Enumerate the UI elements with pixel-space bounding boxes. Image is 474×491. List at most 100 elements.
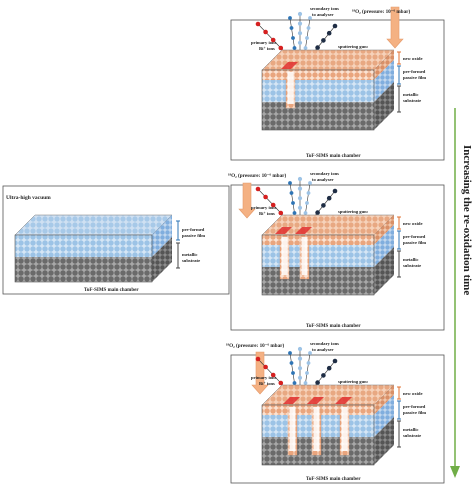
- primary-ions-label: Bi⁺ ions: [259, 46, 275, 51]
- ion-dot: [297, 186, 303, 191]
- oxide-label: new oxide: [403, 221, 423, 226]
- ion-dot: [321, 203, 326, 208]
- passive-label: passive film: [182, 233, 205, 238]
- oxygen-arrow: [251, 351, 269, 395]
- metal-label: substrate: [403, 263, 421, 268]
- metal-label: metallic: [403, 427, 419, 432]
- ion-dot: [278, 210, 284, 216]
- ion-dot: [292, 46, 297, 50]
- ion-dot: [326, 30, 332, 36]
- passive-label: passive film: [403, 240, 426, 245]
- ion-dot: [255, 356, 261, 362]
- metal-bracket: [176, 242, 180, 269]
- ion-dot: [305, 201, 309, 205]
- ion-dot: [303, 46, 308, 50]
- ion-dot: [278, 45, 284, 51]
- metal-label: substrate: [182, 258, 200, 263]
- ion-dot: [297, 196, 303, 201]
- passive-film-layer: [262, 80, 374, 102]
- metal-substrate-layer: [262, 102, 374, 130]
- secondary-ions-label: to analyser: [312, 347, 334, 352]
- oxide-label: new oxide: [403, 56, 423, 61]
- secondary-ion-beam: [303, 351, 312, 394]
- ion-dot: [270, 372, 276, 378]
- passive-side-face: [374, 225, 394, 267]
- ion-dot: [291, 36, 295, 40]
- ion-dot: [326, 365, 332, 371]
- ion-dot: [297, 375, 303, 380]
- ion-dot: [297, 346, 303, 352]
- sample-block: [261, 214, 395, 296]
- ion-dot: [263, 194, 268, 200]
- block-top-face: [261, 49, 395, 71]
- oxide-bracket: [397, 51, 401, 65]
- sputter-crater: [281, 237, 288, 275]
- time-arrow-head: [450, 466, 460, 478]
- ion-dot: [297, 176, 303, 182]
- metal-side-face: [152, 237, 172, 282]
- ion-dot: [288, 16, 292, 20]
- secondary-ion-beam: [303, 181, 312, 224]
- ion-dot: [292, 211, 297, 215]
- ion-dot: [315, 210, 320, 215]
- ion-dot: [303, 211, 308, 215]
- sputtering-label: sputtering gun:: [338, 379, 369, 384]
- ion-dot: [278, 380, 284, 386]
- right-panel-1: ¹⁸O₂ (pressure: 10⁻⁶ mbar) secondary ions…: [230, 6, 445, 161]
- passive-side-face: [152, 215, 172, 257]
- passive-side-face: [374, 60, 394, 102]
- chamber-label: ToF-SIMS main chamber: [84, 288, 139, 293]
- primary-ions-label: primary ions: [251, 40, 277, 45]
- sputter-crater: [289, 407, 296, 451]
- passive-film-layer: [262, 245, 374, 267]
- passive-label: pre-formed: [182, 227, 205, 232]
- passive-label: pre-formed: [403, 404, 426, 409]
- ion-dot: [315, 45, 320, 50]
- ion-dot: [306, 361, 311, 365]
- oxygen-label: ¹⁸O₂ (pressure: 10⁻⁶ mbar): [226, 342, 284, 349]
- ion-dot: [297, 205, 303, 210]
- ion-dot: [297, 356, 303, 361]
- ion-dot: [289, 191, 294, 195]
- sample-block: [261, 49, 395, 131]
- oxygen-label: ¹⁸O₂ (pressure: 10⁻⁶ mbar): [352, 8, 410, 15]
- ion-dot: [297, 366, 303, 371]
- block-top-face: [261, 384, 395, 406]
- metal-side-face: [374, 247, 394, 295]
- sample-block: [261, 384, 395, 466]
- primary-ions-label: Bi⁺ ions: [259, 381, 275, 386]
- ion-dot: [308, 16, 312, 20]
- metal-bracket: [397, 250, 401, 278]
- passive-label: passive film: [403, 410, 426, 415]
- sputter-crater: [287, 72, 294, 104]
- ion-dot: [332, 188, 338, 194]
- block-top-face: [14, 214, 173, 236]
- ion-dot: [297, 40, 303, 45]
- ion-dot: [332, 23, 338, 29]
- oxide-side-face: [374, 215, 394, 245]
- block-outline: [261, 234, 375, 296]
- ion-dot: [263, 364, 268, 370]
- secondary-ions-label: secondary ions: [310, 6, 339, 11]
- secondary-ion-beam: [288, 351, 297, 394]
- sputtering-label: sputtering gun:: [338, 44, 369, 49]
- metal-label: metallic: [403, 257, 419, 262]
- oxygen-label: ¹⁸O₂ (pressure: 10⁻⁶ mbar): [228, 172, 286, 179]
- chamber-label: ToF-SIMS main chamber: [306, 154, 361, 159]
- ion-dot: [289, 26, 294, 30]
- ion-dot: [306, 191, 311, 195]
- metal-label: substrate: [403, 433, 421, 438]
- impact-spot: [307, 397, 324, 404]
- ion-dot: [321, 373, 326, 378]
- right-panel-3: ¹⁸O₂ (pressure: 10⁻⁶ mbar)secondary ions…: [226, 341, 445, 484]
- uhv-label: Ultra-high vacuum: [6, 195, 51, 201]
- oxygen-arrow: [386, 6, 404, 49]
- sputtering-label: sputtering gun:: [338, 209, 369, 214]
- impact-spot: [281, 62, 298, 69]
- sputter-crater: [313, 407, 320, 451]
- left-sample-block: [14, 214, 173, 283]
- sputter-crater: [341, 407, 348, 451]
- passive-label: pre-formed: [403, 234, 426, 239]
